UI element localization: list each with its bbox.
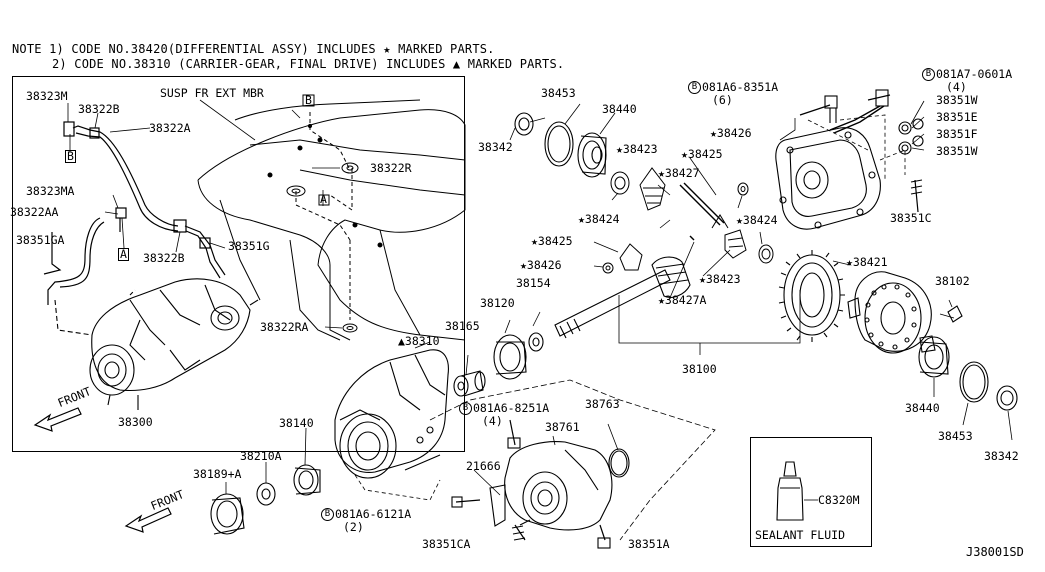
- label-38322R: 38322R: [370, 161, 412, 175]
- ring-gear-38421: [778, 250, 851, 342]
- suspension-member-drawing: [197, 99, 466, 341]
- breather-inset-panel: [12, 76, 465, 452]
- label-38763: 38763: [585, 397, 620, 411]
- label-box-b-left: B: [65, 149, 76, 163]
- label-bolt-b-8251: B: [459, 402, 472, 415]
- drive-pinion-shaft: [554, 256, 801, 355]
- bearing-and-seal-lower-right: [918, 336, 1018, 441]
- label-38351A: 38351A: [628, 537, 670, 551]
- label-38322B-top: 38322B: [78, 102, 120, 116]
- label-38351W-top: 38351W: [936, 93, 978, 107]
- label-38322A: 38322A: [149, 121, 191, 135]
- label-bolt-b-6121: B: [321, 508, 334, 521]
- label-38351G: 38351G: [228, 239, 270, 253]
- label-081A6-8351A-qty: (6): [712, 93, 733, 107]
- label-081A7-0601A: 081A7-0601A: [936, 67, 1013, 81]
- label-38453-bottom: 38453: [938, 429, 973, 443]
- label-38154: 38154: [516, 276, 551, 290]
- label-38210A: 38210A: [240, 449, 282, 463]
- label-38351CA: 38351CA: [422, 537, 471, 551]
- label-38351C: 38351C: [890, 211, 932, 225]
- label-38322RA: 38322RA: [260, 320, 309, 334]
- front-arrow-icon: [33, 407, 82, 432]
- label-38351W-bottom: 38351W: [936, 144, 978, 158]
- label-38424-right: ★38424: [736, 213, 778, 227]
- label-38761: 38761: [545, 420, 580, 434]
- label-081A7-0601A-qty: (4): [946, 80, 967, 94]
- label-38427: ★38427: [658, 166, 700, 180]
- label-38310: ▲38310: [398, 334, 440, 348]
- label-box-a-left: A: [118, 247, 129, 261]
- rear-cover: [775, 89, 925, 230]
- label-081A6-8351A: 081A6-8351A: [702, 80, 779, 94]
- sealant-fluid-box: [750, 437, 872, 547]
- note-line-1: NOTE 1) CODE NO.38420(DIFFERENTIAL ASSY)…: [12, 42, 495, 56]
- extension-housing-38761: [429, 379, 716, 549]
- label-38342-bottom: 38342: [984, 449, 1019, 463]
- seal-and-bearing-upper: [509, 103, 616, 178]
- label-081A6-6121A-qty: (2): [343, 520, 364, 534]
- label-susp-fr-ext-mbr: SUSP FR EXT MBR: [160, 86, 264, 100]
- label-38165: 38165: [445, 319, 480, 333]
- final-drive-assembly-38300: [54, 278, 259, 410]
- label-38426-top: ★38426: [710, 126, 752, 140]
- front-arrow-lower-icon: [124, 507, 172, 533]
- label-38453-top: 38453: [541, 86, 576, 100]
- label-38351GA: 38351GA: [16, 233, 65, 247]
- label-38423-mid: ★38423: [699, 272, 741, 286]
- sealant-tube-icon: [776, 461, 818, 521]
- label-38300: 38300: [118, 415, 153, 429]
- label-38322B-bottom: 38322B: [143, 251, 185, 265]
- label-c8320m: C8320M: [818, 493, 860, 507]
- label-38100: 38100: [682, 362, 717, 376]
- note-line-2: 2) CODE NO.38310 (CARRIER-GEAR, FINAL DR…: [52, 57, 565, 71]
- label-38425-mid: ★38425: [531, 234, 573, 248]
- bearing-and-spacer-38120-38154: [493, 311, 544, 380]
- label-sealant-fluid: SEALANT FLUID: [755, 528, 846, 542]
- label-38351E: 38351E: [936, 110, 978, 124]
- label-38440-top: 38440: [602, 102, 637, 116]
- label-bolt-b-left: B: [688, 81, 701, 94]
- bushing-38165: [453, 354, 486, 397]
- label-38423-top: ★38423: [616, 142, 658, 156]
- label-38421: ★38421: [846, 255, 888, 269]
- label-21666: 21666: [466, 459, 501, 473]
- side-gear-and-pinion-set: [593, 157, 774, 301]
- label-38140: 38140: [279, 416, 314, 430]
- label-38440-bottom: 38440: [905, 401, 940, 415]
- label-38342-top: 38342: [478, 140, 513, 154]
- diagram-code: J38001SD: [966, 545, 1024, 559]
- label-38323M: 38323M: [26, 89, 68, 103]
- carrier-gear-final-drive-38310: [334, 341, 449, 501]
- label-box-b-top: B: [305, 93, 312, 107]
- label-38323MA: 38323MA: [26, 184, 75, 198]
- label-38424-left: ★38424: [578, 212, 620, 226]
- label-box-a-mid: A: [320, 192, 327, 206]
- side-bearing-stack-lower: [210, 427, 321, 535]
- label-081A6-8251A-qty: (4): [482, 414, 503, 428]
- label-38189A: 38189+A: [193, 467, 242, 481]
- label-38322AA: 38322AA: [10, 205, 59, 219]
- leader-lines: [67, 99, 343, 329]
- label-38425-top: ★38425: [681, 147, 723, 161]
- label-081A6-6121A: 081A6-6121A: [335, 507, 412, 521]
- label-38102: 38102: [935, 274, 970, 288]
- label-081A6-8251A: 081A6-8251A: [473, 401, 550, 415]
- label-38120: 38120: [480, 296, 515, 310]
- label-38426-mid: ★38426: [520, 258, 562, 272]
- label-38427A: ★38427A: [658, 293, 707, 307]
- label-38351F: 38351F: [936, 127, 978, 141]
- label-bolt-b-right: B: [922, 68, 935, 81]
